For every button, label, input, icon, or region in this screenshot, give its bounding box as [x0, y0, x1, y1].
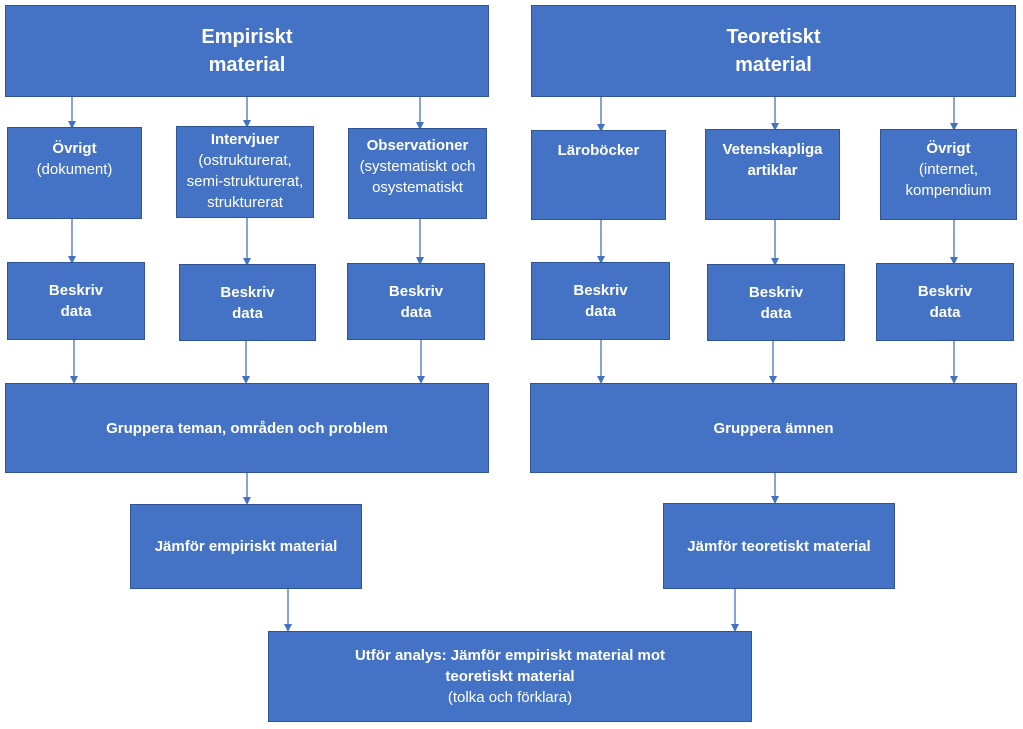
- beskriv-data-box-1: Beskriv data: [7, 262, 145, 340]
- analys-title-line-1: Utför analys: Jämför empiriskt material …: [354, 647, 666, 664]
- source-box-larobocker: Läroböcker: [531, 130, 666, 220]
- beskriv-data-box-5: Beskriv data: [707, 264, 845, 341]
- source-detail-line: strukturerat: [207, 194, 283, 211]
- beskriv-data-box-4: Beskriv data: [531, 262, 670, 340]
- gruppera-amnen-box: Gruppera ämnen: [530, 383, 1017, 473]
- source-detail-line: artiklar: [747, 162, 798, 179]
- beskriv-label: Beskriv: [220, 283, 275, 301]
- analys-box: Utför analys: Jämför empiriskt material …: [268, 631, 752, 722]
- source-detail-line: (ostrukturerat,: [198, 152, 292, 169]
- jamfor-teoretiskt-label: Jämför teoretiskt material: [687, 537, 871, 555]
- beskriv-data-box-2: Beskriv data: [179, 264, 316, 341]
- data-label: data: [232, 304, 263, 322]
- gruppera-teman-label: Gruppera teman, områden och problem: [106, 419, 388, 437]
- jamfor-teoretiskt-box: Jämför teoretiskt material: [663, 503, 895, 589]
- empiriskt-header-line-1: Empiriskt: [201, 26, 293, 48]
- teoretiskt-material-box: Teoretiskt material: [531, 5, 1016, 97]
- source-box-observationer: Observationer (systematiskt och osystema…: [348, 128, 487, 219]
- source-title: Övrigt: [52, 140, 97, 157]
- beskriv-label: Beskriv: [748, 283, 804, 301]
- data-label: data: [929, 304, 961, 321]
- analys-title-line-2: teoretiskt material: [445, 668, 575, 685]
- source-box-intervjuer: Intervjuer (ostrukturerat, semi-struktur…: [176, 126, 314, 218]
- beskriv-label: Beskriv: [917, 283, 973, 300]
- beskriv-data-box-3: Beskriv data: [347, 263, 485, 340]
- beskriv-label: Beskriv: [573, 282, 628, 299]
- jamfor-empiriskt-box: Jämför empiriskt material: [130, 504, 362, 589]
- source-title: Övrigt: [926, 140, 971, 157]
- source-title: Läroböcker: [557, 142, 640, 159]
- teoretiskt-header-line-2: material: [735, 54, 812, 76]
- gruppera-teman-box: Gruppera teman, områden och problem: [5, 383, 489, 473]
- source-detail-line: kompendium: [905, 182, 992, 199]
- source-detail-line: osystematiskt: [372, 179, 463, 196]
- jamfor-empiriskt-label: Jämför empiriskt material: [154, 538, 338, 555]
- source-detail-line: semi-strukturerat,: [186, 173, 304, 190]
- source-title: Observationer: [366, 137, 469, 154]
- gruppera-amnen-label: Gruppera ämnen: [713, 419, 834, 437]
- data-label: data: [400, 303, 432, 321]
- source-title: Intervjuer: [210, 131, 280, 148]
- data-label: data: [60, 303, 92, 320]
- data-label: data: [760, 304, 792, 322]
- teoretiskt-header-line-1: Teoretiskt: [726, 26, 821, 48]
- empiriskt-material-box: Empiriskt material: [5, 5, 489, 97]
- source-detail-line: (systematiskt och: [359, 158, 476, 175]
- source-box-ovrigt-internet: Övrigt (internet, kompendium: [880, 129, 1017, 220]
- analys-detail: (tolka och förklara): [447, 689, 573, 706]
- source-detail-line: (dokument): [36, 161, 113, 178]
- empiriskt-header-line-2: material: [208, 54, 286, 76]
- beskriv-label: Beskriv: [388, 282, 444, 300]
- beskriv-label: Beskriv: [48, 282, 104, 299]
- source-detail-line: (internet,: [918, 161, 979, 178]
- source-box-ovrigt-dokument: Övrigt (dokument): [7, 127, 142, 219]
- data-label: data: [585, 303, 616, 320]
- beskriv-data-box-6: Beskriv data: [876, 263, 1014, 341]
- source-box-vetenskapliga-artiklar: Vetenskapliga artiklar: [705, 129, 840, 220]
- source-title: Vetenskapliga: [722, 141, 823, 158]
